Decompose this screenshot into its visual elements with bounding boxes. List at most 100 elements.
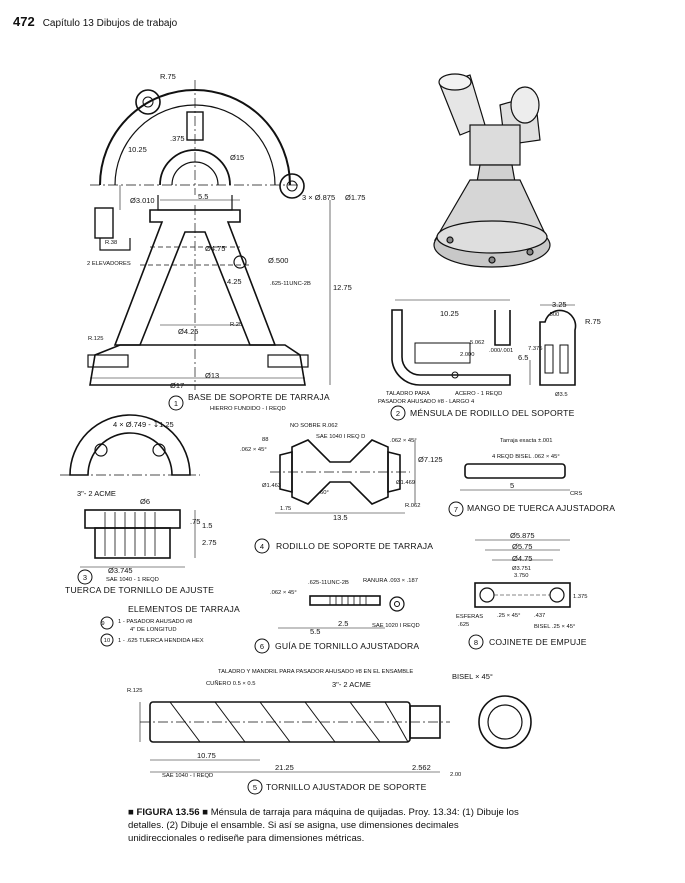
dim-d5875: Ø5.875 [510,531,535,540]
dim-d475b: Ø4.75 [512,554,532,563]
element-9-text: 1 - PASADOR AHUSADO #8 [118,619,192,625]
figure-caption-text: Ménsula de tarraja para máquina de quija… [128,807,519,844]
part-4-title: RODILLO DE SOPORTE DE TARRAJA [276,541,433,551]
label-taladro: TALADRO PARA [386,391,430,397]
dim-25: 2.5 [338,619,348,628]
dim-2562: 2.562 [412,763,431,772]
dim-d1463: Ø1.463 [262,483,281,489]
dim-d475: Ø4.75 [205,244,225,253]
part-5-material: SAE 1040 - I REQD [162,773,213,779]
dim-d3010: Ø3.010 [130,196,155,205]
dim-1025b: 10.25 [440,309,459,318]
dim-75: .75 [190,517,200,526]
part-4-drawing [270,439,416,514]
dim-2000-tol: .000/.001 [489,348,513,354]
part-number-circle-9 [100,616,114,630]
dim-88: 88 [262,437,268,443]
dim-thread: .625-11UNC-2B [270,281,311,287]
drawing-labels: R.75 .375 10.25 Ø15 3 × Ø.875 Ø1.75 Ø3.0… [65,72,615,792]
element-9-text2: 4" DE LONGITUD [130,627,177,633]
label-tarraja: Tarraja exacta ±.001 [500,438,552,444]
dim-1075: 10.75 [197,751,216,760]
dim-acme: 3"- 2 ACME [77,489,116,498]
dim-25x45: .25 × 45° [497,613,520,619]
part-5-title: TORNILLO AJUSTADOR DE SOPORTE [266,782,427,792]
dim-d3751: Ø3.751 [512,566,531,572]
part-2-material: ACERO - 1 REQD [455,391,502,397]
dim-3750: 3.750 [514,573,529,579]
dim-55: 5.5 [198,192,208,201]
dim-holes: 3 × Ø.875 [302,193,335,202]
dim-d1469: Ø1.469 [396,480,415,486]
dim-d7125: Ø7.125 [418,455,443,464]
page-number: 472 [13,14,35,29]
part-number-4: 4 [260,542,264,551]
dim-d15: Ø15 [230,153,244,162]
label-elevadores: 2 ELEVADORES [87,261,131,267]
part-3-material: SAE 1040 - 1 REQD [106,577,159,583]
dim-1275: 12.75 [333,283,352,292]
part-number-circle-6 [254,638,270,654]
part-number-circle-10 [100,633,114,647]
dim-5: 5 [510,481,514,490]
part-number-circle-1 [168,395,184,411]
label-crs: CRS [570,491,582,497]
dim-175: 1.75 [280,506,291,512]
label-esferas: ESFERAS [456,614,483,620]
part-number-8: 8 [474,638,478,647]
part-3-title: TUERCA DE TORNILLO DE AJUSTE [65,585,214,595]
label-thread-6: .625-11UNC-2B [308,580,349,586]
part-7-title: MANGO DE TUERCA AJUSTADORA [467,503,615,513]
part-8-title: COJINETE DE EMPUJE [489,637,587,647]
part-number-7: 7 [454,505,458,514]
dim-acme2: 3"- 2 ACME [332,680,371,689]
part-number-circle-5 [247,779,263,795]
element-10-text: 1 - .625 TUERCA HENDIDA HEX [118,638,204,644]
dim-4749: 4 × Ø.749 - ↧1.25 [113,420,174,429]
figure-caption: ■ FIGURA 13.56 ■ Ménsula de tarraja para… [128,806,523,845]
label-bisel4: 4 REQD BISEL .062 × 45° [492,454,560,460]
part-number-2: 2 [396,409,400,418]
dim-062x45-right: .062 × 45° [390,438,417,444]
isometric-assembly-picture [433,73,551,268]
part-number-circle-2 [390,405,406,421]
dim-2000b: 2.00 [450,772,461,778]
part-2-title: MÉNSULA DE RODILLO DEL SOPORTE [410,408,575,418]
elements-title: ELEMENTOS DE TARRAJA [128,604,240,614]
dim-062x45: .062 × 45° [240,447,267,453]
part-number-3: 3 [83,573,87,582]
part-number-9: 9 [101,621,104,627]
dim-375: .375 [170,134,185,143]
label-ranura: RANURA .093 × .187 [363,578,418,584]
dim-500: .500 [548,312,559,318]
dim-55b: 5.5 [310,627,320,636]
part-number-circle-3 [77,569,93,585]
dim-7375: 7.375 [528,346,543,352]
dim-625: .625 [458,622,469,628]
part-6-title: GUÍA DE TORNILLO AJUSTADORA [275,641,419,651]
dim-d575: Ø5.75 [512,542,532,551]
part-number-circles [77,395,484,795]
label-nosobre: NO SOBRE R.062 [290,423,338,429]
dim-r25: R.25 [230,322,242,328]
label-pasador: PASADOR AHUSADO #8 - LARGO 4 [378,399,475,405]
label-bisel45: BISEL × 45° [452,672,493,681]
dim-437: .437 [534,613,545,619]
dim-d500: Ø.500 [268,256,288,265]
part-number-circle-8 [468,634,484,650]
part-number-circle-4 [254,538,270,554]
part-6-drawing [278,595,405,629]
dim-2000: 2.000 [460,352,475,358]
dim-d35: Ø3.5 [555,392,568,398]
page-header: 472 Capítulo 13 Dibujos de trabajo [13,14,177,30]
dim-d17: Ø17 [170,381,184,390]
dim-60: 60° [320,490,329,496]
dim-d13: Ø13 [205,371,219,380]
dim-r38: R.38 [105,240,117,246]
dim-r125b: R.125 [127,688,142,694]
dim-1375: 1.375 [573,594,588,600]
part-1-title: BASE DE SOPORTE DE TARRAJA [188,392,330,402]
dim-65: 6.5 [518,353,528,362]
part-6-material: SAE 1020 I REQD [372,623,420,629]
